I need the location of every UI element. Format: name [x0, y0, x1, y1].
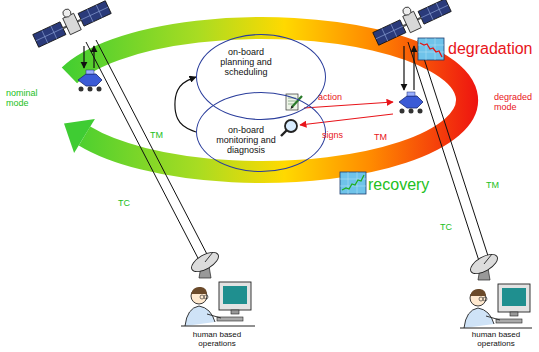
node-label: on-board monitoring and diagnosis — [213, 125, 279, 155]
link-line — [86, 42, 200, 262]
node-label: on-board planning and scheduling — [215, 47, 277, 77]
ellipse-node: on-board monitoring and diagnosis — [196, 92, 326, 172]
satellite-icon — [29, 0, 112, 49]
ground-operator-figure — [470, 289, 486, 296]
plan-note-icon — [291, 106, 294, 110]
ground-operator-figure — [181, 248, 255, 326]
uplink-arrow — [413, 46, 414, 90]
annotation-label: TM — [486, 180, 499, 190]
recovery-chart-icon — [342, 175, 364, 190]
link-line — [408, 42, 480, 264]
rover-icon — [407, 92, 415, 96]
magnifier-icon — [281, 131, 287, 137]
uplink-arrow — [83, 46, 84, 68]
satellite-icon — [62, 8, 73, 19]
rover-icon — [86, 70, 94, 74]
ground-operator-figure — [223, 286, 247, 304]
uplink-arrow — [403, 46, 404, 90]
magnifier-icon — [281, 120, 297, 136]
ground-operator-figure — [510, 312, 518, 316]
rover-icon — [97, 87, 102, 92]
annotation-label: signs — [322, 130, 343, 140]
link-line — [418, 40, 490, 262]
ground-operator-figure — [207, 314, 221, 318]
ground-operator-figure — [204, 295, 208, 299]
ground-operator-figure — [460, 328, 532, 329]
annotation-label: action — [318, 92, 342, 102]
ellipse-node: on-board planning and scheduling — [196, 34, 326, 120]
ground-operator-figure — [231, 310, 239, 314]
ground-operator-figure — [200, 295, 204, 299]
link-line — [86, 40, 490, 264]
uplink-arrow — [84, 46, 414, 90]
feedback-arrow — [175, 77, 196, 132]
annotation-label: recovery — [368, 176, 429, 194]
caption-text: degraded mode — [494, 92, 537, 113]
caption-text: human based operations — [187, 330, 247, 348]
recovery-chart-icon — [340, 172, 366, 194]
recovery-chart-icon — [340, 172, 366, 194]
annotation-label: TM — [374, 132, 387, 142]
uplink-arrow — [93, 46, 94, 68]
annotation-label: TC — [118, 198, 130, 208]
annotation-label: TM — [150, 130, 163, 140]
recovery-chart-icon — [340, 172, 366, 194]
ground-operator-figure — [486, 316, 500, 320]
annotation-label: TC — [440, 222, 452, 232]
ground-operator-figure — [479, 297, 483, 301]
ground-operator-figure — [484, 254, 492, 264]
ground-operator-figure — [191, 287, 207, 294]
signs-arrow — [300, 114, 393, 125]
plan-note-icon — [286, 94, 302, 110]
satellite-icon — [402, 6, 413, 17]
satellite-icon — [33, 1, 111, 47]
ground-operator-figure — [219, 282, 251, 310]
link-line — [96, 40, 210, 260]
node-text-group: on-board planning and scheduling — [215, 47, 277, 77]
ground-operator-figure — [483, 297, 487, 301]
caption-text: human based operations — [466, 330, 526, 348]
ground-operator-figure — [468, 250, 501, 277]
action-arrow — [304, 102, 393, 108]
ground-operator-figure — [205, 252, 213, 262]
rover-icon — [418, 109, 423, 114]
ground-operator-figure — [189, 248, 222, 275]
degradation-chart-icon — [418, 38, 444, 60]
cycle-band — [69, 28, 467, 172]
caption-text: nominal mode — [6, 88, 48, 109]
plan-note-icon — [292, 96, 302, 107]
ground-operator-figure — [181, 326, 255, 327]
rover-icon — [399, 96, 423, 108]
ground-operator-figure — [502, 288, 526, 306]
magnifier-icon — [285, 120, 297, 132]
rover-icon — [88, 87, 93, 92]
ground-operator-figure — [498, 284, 530, 312]
cycle-arrowhead — [64, 119, 95, 153]
degradation-chart-icon — [420, 43, 442, 57]
annotation-label: degradation — [448, 40, 533, 58]
rover-icon — [78, 70, 102, 92]
ground-operator-figure — [185, 306, 215, 326]
degradation-chart-icon — [418, 38, 444, 60]
rover-icon — [78, 74, 102, 86]
node-text-group: on-board monitoring and diagnosis — [213, 125, 279, 155]
ground-operator-figure — [464, 308, 494, 328]
degradation-chart-icon — [418, 38, 444, 60]
rover-icon — [400, 109, 405, 114]
ground-operator-figure — [460, 250, 532, 328]
rover-icon — [79, 87, 84, 92]
rover-icon — [409, 109, 414, 114]
satellite-icon — [418, 0, 451, 24]
rover-icon — [399, 92, 423, 114]
